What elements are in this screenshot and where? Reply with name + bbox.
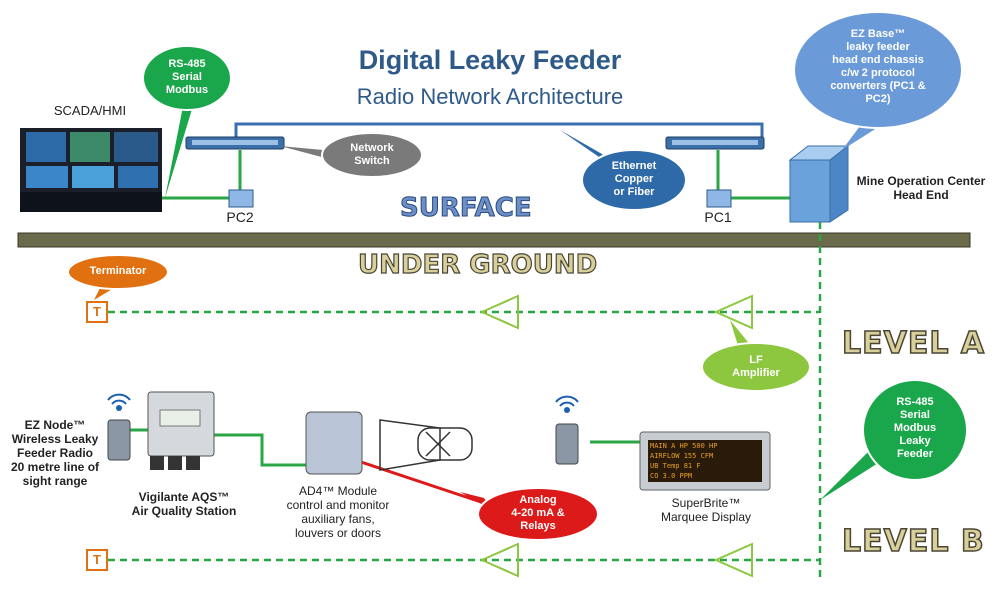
scada-label: SCADA/HMI [53, 103, 127, 118]
lf-amp-bubble-text: LF Amplifier [732, 354, 780, 379]
terminator-level-a: T [86, 301, 108, 323]
ezbase-bubble [793, 11, 963, 129]
pc2-label: PC2 [226, 209, 254, 225]
lf-amp-bubble [701, 342, 811, 392]
scada-monitors [20, 128, 162, 212]
diagram-subtitle: Radio Network Architecture [356, 84, 624, 109]
amplifier-b2 [713, 542, 753, 578]
diagram-title: Digital Leaky Feeder [358, 45, 622, 75]
vigilante-label: Vigilante AQS™ Air Quality Station [131, 490, 237, 518]
marquee-screen [648, 440, 762, 482]
analog-bubble-text: Analog 4-20 mA & Relays [511, 494, 565, 532]
ethernet-bubble-text: Ethernet Copper or Fiber [611, 160, 657, 198]
mine-ops-label: Mine Operation Center Head End [856, 174, 986, 202]
ethernet-bubble [581, 149, 687, 211]
ez-node-label: EZ Node™ Wireless Leaky Feeder Radio 20 … [10, 418, 100, 488]
terminator-bubble-text: Terminator [89, 265, 147, 277]
level-a-label: LEVEL A [841, 325, 986, 362]
ez-node-radio-left [107, 393, 131, 461]
fan-louver [379, 419, 473, 471]
amplifier-a2 [713, 294, 753, 330]
amplifier-b1 [479, 542, 519, 578]
rs485-bubble-text: RS-485 Serial Modbus [165, 58, 209, 96]
switch-bubble [321, 132, 423, 178]
ad4-label: AD4™ Module control and monitor auxiliar… [286, 484, 390, 540]
analog-link [354, 458, 491, 507]
vigilante-ad4-link [212, 433, 306, 467]
superbrite-label: SuperBrite™ Marquee Display [660, 496, 752, 524]
ethernet-backbone-line [234, 122, 764, 146]
surface-label: SURFACE [400, 193, 533, 224]
switch-bubble-text: Network Switch [350, 142, 394, 167]
network-switch-left [185, 136, 285, 150]
terminator-bubble [67, 254, 169, 290]
ezbase-bubble-text: EZ Base™ leaky feeder head end chassis c… [830, 28, 926, 105]
vigilante-station [147, 391, 215, 470]
pc2-box [228, 189, 254, 208]
terminator-level-b: T [86, 549, 108, 571]
pc1-label: PC1 [704, 209, 732, 225]
rs485-leaky-bubble-tail [820, 448, 886, 500]
level-b-label: LEVEL B [841, 523, 985, 560]
ezbase-bubble-tail [842, 126, 880, 150]
head-end-chassis [788, 144, 850, 223]
rs485-bubble-tail [165, 96, 196, 198]
ad4-module [305, 411, 363, 475]
switch-bubble-tail [280, 146, 333, 160]
terminator-bubble-tail [94, 288, 114, 300]
marquee-text: MAIN A HP 500 HP AIRFLOW 155 CFM UB Temp… [650, 442, 718, 480]
rs485-leaky-bubble-text: RS-485 Serial Modbus Leaky Feeder [893, 396, 937, 460]
pc1-box [706, 189, 732, 208]
analog-bubble [477, 487, 599, 541]
amplifier-a1 [479, 294, 519, 330]
ez-node-radio-right [555, 395, 579, 465]
network-switch-right [665, 136, 765, 150]
rs485-leaky-bubble [862, 379, 968, 481]
underground-label: UNDER GROUND [357, 249, 598, 280]
rs485-bubble [142, 45, 232, 111]
ground-surface-bar [17, 232, 971, 248]
